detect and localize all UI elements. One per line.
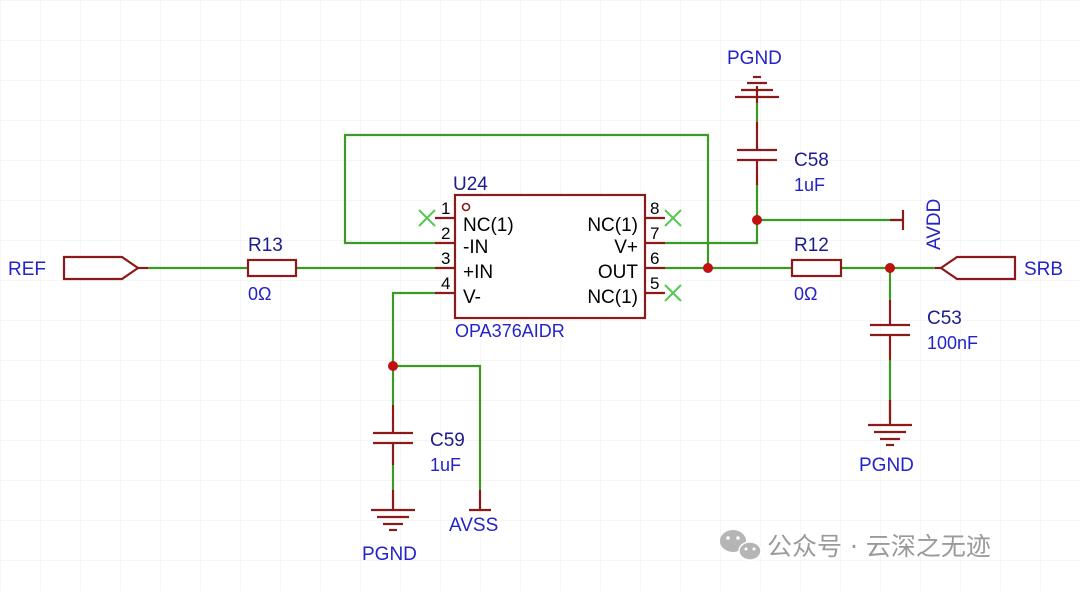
pin-7-name: V+: [614, 237, 638, 258]
watermark: 公众号 · 云深之无迹: [720, 530, 991, 561]
c59-designator: C59: [430, 430, 465, 451]
r12-resistor[interactable]: R12 0Ω: [790, 235, 843, 304]
u24-part-number: OPA376AIDR: [455, 321, 565, 341]
ref-label: REF: [8, 259, 46, 280]
junction-dot: [388, 361, 398, 371]
avss-symbol[interactable]: AVSS: [449, 490, 498, 536]
resistor-body[interactable]: [246, 258, 298, 278]
pin-3-name: +IN: [463, 262, 493, 283]
r13-resistor[interactable]: R13 0Ω: [246, 235, 298, 304]
pin-5-name: NC(1): [587, 287, 638, 308]
pin-2-number: 2: [441, 224, 450, 243]
pin-2-name: -IN: [463, 237, 488, 258]
pin-8-name: NC(1): [587, 215, 638, 236]
no-connect-icon: [418, 209, 436, 227]
pin1-marker-icon: [461, 202, 471, 212]
pgnd-top-label: PGND: [727, 48, 782, 69]
pgnd-c53-symbol[interactable]: PGND: [859, 400, 914, 476]
c53-capacitor[interactable]: C53 100nF: [870, 300, 978, 360]
resistor-body[interactable]: [790, 258, 843, 278]
wire-avss[interactable]: [393, 364, 482, 490]
junction-dot: [885, 263, 895, 273]
u24-opamp[interactable]: U24 OPA376AIDR 1 2 3 4 NC(1) -IN +IN V- …: [418, 174, 682, 341]
wire-vminus[interactable]: [391, 291, 435, 366]
ref-port-icon[interactable]: [62, 255, 140, 281]
c58-value: 1uF: [794, 175, 825, 195]
feedback-wire[interactable]: [343, 133, 710, 268]
junction-dot: [752, 215, 762, 225]
no-connect-icon: [664, 284, 682, 302]
srb-port-icon[interactable]: [939, 255, 1017, 281]
pgnd-c53-label: PGND: [859, 455, 914, 476]
wire-vplus[interactable]: [665, 220, 759, 245]
avdd-label: AVDD: [924, 199, 945, 250]
avss-label: AVSS: [449, 515, 498, 536]
c59-value: 1uF: [430, 455, 461, 475]
avdd-symbol[interactable]: AVDD: [890, 199, 945, 250]
pgnd-c59-symbol[interactable]: PGND: [362, 490, 417, 565]
u24-body[interactable]: [453, 193, 647, 320]
r13-designator: R13: [248, 235, 283, 256]
pin-5-number: 5: [650, 274, 659, 293]
c53-designator: C53: [927, 308, 962, 329]
pin-1-number: 1: [441, 199, 450, 218]
pgnd-top-symbol[interactable]: PGND: [727, 48, 782, 103]
c58-capacitor[interactable]: C58 1uF: [737, 122, 829, 195]
r12-value: 0Ω: [794, 284, 817, 304]
r12-designator: R12: [794, 235, 829, 256]
pin-8-number: 8: [650, 199, 659, 218]
wires: [148, 103, 935, 490]
watermark-text: 公众号 · 云深之无迹: [767, 532, 991, 561]
pin-3-number: 3: [441, 249, 450, 268]
r13-value: 0Ω: [248, 284, 271, 304]
srb-label: SRB: [1024, 259, 1063, 280]
c53-value: 100nF: [927, 333, 978, 353]
srb-net-port[interactable]: SRB: [935, 255, 1063, 281]
pin-6-name: OUT: [598, 262, 639, 283]
junction-dot: [703, 263, 713, 273]
pin-4-number: 4: [441, 274, 450, 293]
u24-designator: U24: [453, 174, 488, 195]
c58-designator: C58: [794, 150, 829, 171]
pin-4-name: V-: [463, 287, 481, 308]
pin-7-number: 7: [650, 224, 659, 243]
junctions: [388, 215, 895, 371]
ref-net-port[interactable]: REF: [8, 255, 148, 281]
wechat-icon: [720, 530, 762, 561]
pin-6-number: 6: [650, 249, 659, 268]
pin-1-name: NC(1): [463, 215, 514, 236]
no-connect-icon: [664, 209, 682, 227]
pgnd-c59-label: PGND: [362, 544, 417, 565]
c59-capacitor[interactable]: C59 1uF: [373, 405, 465, 475]
